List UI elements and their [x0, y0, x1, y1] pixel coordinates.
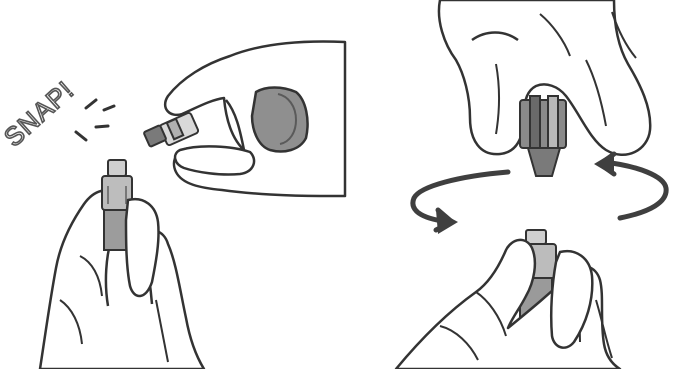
left-arrow-head — [436, 210, 458, 234]
snap-burst-marks — [76, 100, 114, 140]
left-panel-snap: SNAP! — [0, 42, 345, 369]
right-panel-twist — [396, 0, 666, 369]
right-arrow-head — [594, 152, 614, 176]
ampule-cap — [144, 112, 199, 147]
snap-label: SNAP! — [0, 75, 80, 153]
upper-device-part — [520, 96, 566, 176]
